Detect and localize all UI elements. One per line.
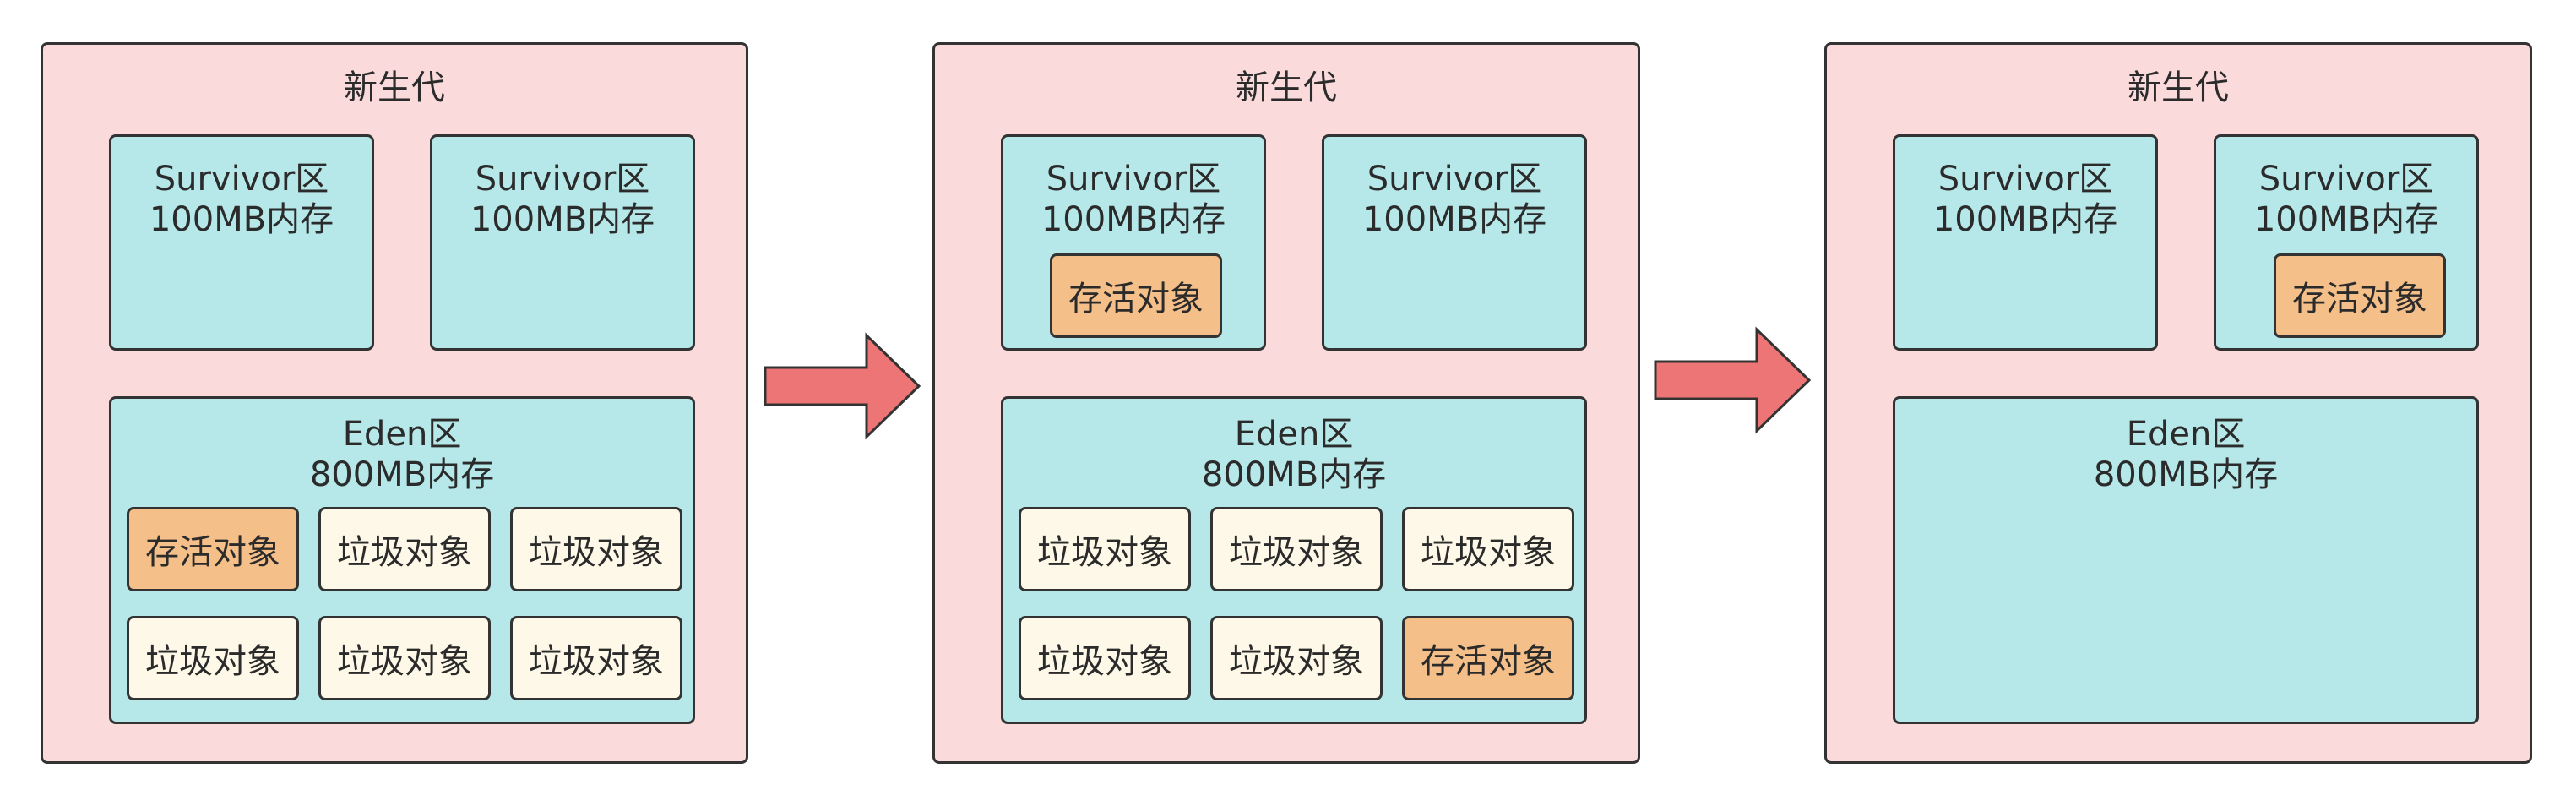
garbage-object: 垃圾对象 <box>1402 507 1574 591</box>
survivor-region-b: Survivor区 100MB内存 存活对象 <box>2214 134 2479 351</box>
eden-region: Eden区 800MB内存 存活对象 垃圾对象 垃圾对象 垃圾对象 垃圾对象 垃… <box>109 396 695 724</box>
survivor-name: Survivor区 <box>1046 160 1221 199</box>
garbage-object: 垃圾对象 <box>1019 507 1191 591</box>
survivor-label: Survivor区 100MB内存 <box>1324 159 1584 240</box>
eden-size: 800MB内存 <box>1201 455 1387 494</box>
eden-size: 800MB内存 <box>2093 455 2279 494</box>
eden-label: Eden区 800MB内存 <box>111 414 693 495</box>
eden-region: Eden区 800MB内存 <box>1893 396 2479 724</box>
survivor-label: Survivor区 100MB内存 <box>1003 159 1264 240</box>
survivor-size: 100MB内存 <box>1361 200 1547 239</box>
eden-name: Eden区 <box>1234 415 1354 454</box>
eden-label: Eden区 800MB内存 <box>1895 414 2476 495</box>
garbage-object: 垃圾对象 <box>510 507 682 591</box>
garbage-object: 垃圾对象 <box>510 616 682 700</box>
survivor-label: Survivor区 100MB内存 <box>432 159 693 240</box>
eden-name: Eden区 <box>342 415 462 454</box>
young-generation-panel-1: 新生代 Survivor区 100MB内存 Survivor区 100MB内存 … <box>41 42 748 764</box>
garbage-object: 垃圾对象 <box>1210 507 1383 591</box>
survivor-name: Survivor区 <box>2258 160 2434 199</box>
survivor-name: Survivor区 <box>1367 160 1542 199</box>
garbage-object: 垃圾对象 <box>318 507 491 591</box>
survivor-name: Survivor区 <box>154 160 329 199</box>
young-generation-panel-3: 新生代 Survivor区 100MB内存 Survivor区 100MB内存 … <box>1824 42 2532 764</box>
live-object: 存活对象 <box>2274 253 2446 338</box>
survivor-size: 100MB内存 <box>2253 200 2439 239</box>
eden-name: Eden区 <box>2126 415 2246 454</box>
eden-size: 800MB内存 <box>309 455 495 494</box>
survivor-label: Survivor区 100MB内存 <box>2216 159 2476 240</box>
garbage-object: 垃圾对象 <box>318 616 491 700</box>
survivor-label: Survivor区 100MB内存 <box>1895 159 2155 240</box>
survivor-region-a: Survivor区 100MB内存 <box>1893 134 2158 351</box>
survivor-label: Survivor区 100MB内存 <box>111 159 372 240</box>
young-generation-panel-2: 新生代 Survivor区 100MB内存 存活对象 Survivor区 100… <box>932 42 1640 764</box>
garbage-object: 垃圾对象 <box>1210 616 1383 700</box>
survivor-name: Survivor区 <box>475 160 650 199</box>
eden-label: Eden区 800MB内存 <box>1003 414 1584 495</box>
survivor-region-b: Survivor区 100MB内存 <box>430 134 695 351</box>
survivor-size: 100MB内存 <box>1041 200 1226 239</box>
survivor-size: 100MB内存 <box>470 200 655 239</box>
live-object: 存活对象 <box>127 507 299 591</box>
panel-title: 新生代 <box>2128 68 2229 107</box>
survivor-region-a: Survivor区 100MB内存 <box>109 134 374 351</box>
survivor-name: Survivor区 <box>1937 160 2113 199</box>
live-object: 存活对象 <box>1050 253 1222 338</box>
right-arrow-icon <box>764 332 921 440</box>
eden-region: Eden区 800MB内存 垃圾对象 垃圾对象 垃圾对象 垃圾对象 垃圾对象 存… <box>1001 396 1587 724</box>
right-arrow-icon <box>1654 326 1812 434</box>
panel-title: 新生代 <box>1236 68 1337 107</box>
survivor-size: 100MB内存 <box>1932 200 2118 239</box>
survivor-region-b: Survivor区 100MB内存 <box>1322 134 1587 351</box>
survivor-size: 100MB内存 <box>149 200 334 239</box>
panel-title: 新生代 <box>344 68 445 107</box>
survivor-region-a: Survivor区 100MB内存 存活对象 <box>1001 134 1266 351</box>
live-object: 存活对象 <box>1402 616 1574 700</box>
garbage-object: 垃圾对象 <box>127 616 299 700</box>
garbage-object: 垃圾对象 <box>1019 616 1191 700</box>
